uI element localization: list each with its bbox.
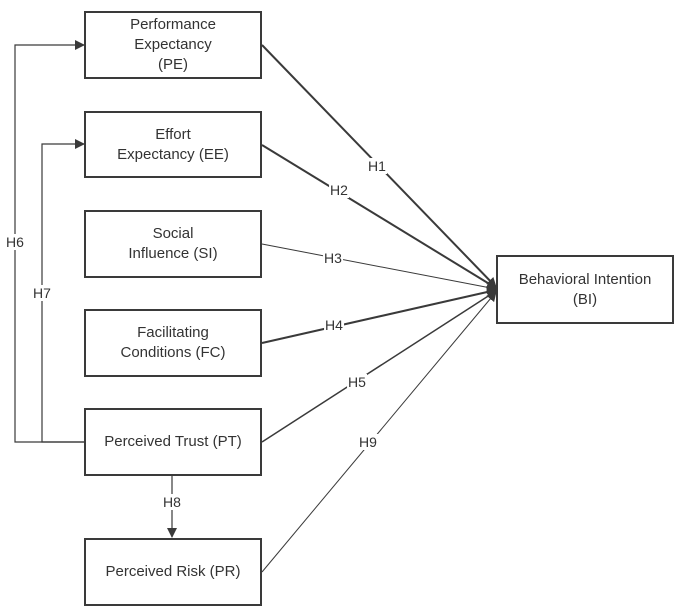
node-perceived-trust: Perceived Trust (PT) bbox=[84, 408, 262, 476]
edge-h5 bbox=[261, 290, 497, 443]
node-pr-label: Perceived Risk (PR) bbox=[105, 563, 241, 580]
label-h8: H8 bbox=[162, 494, 182, 510]
edge-h6 bbox=[14, 40, 85, 443]
node-perceived-risk: Perceived Risk (PR) bbox=[84, 538, 262, 606]
label-h3: H3 bbox=[323, 250, 343, 266]
node-ee-label: Effort Expectancy (EE) bbox=[117, 125, 229, 163]
node-pt-label: Perceived Trust (PT) bbox=[104, 433, 242, 450]
node-fc-label: Facilitating Conditions (FC) bbox=[120, 324, 226, 361]
node-effort-expectancy: Effort Expectancy (EE) bbox=[84, 111, 262, 178]
node-behavioral-intention: Behavioral Intention (BI) bbox=[496, 255, 674, 324]
node-pe-label: Performance Expectancy (PE) bbox=[130, 16, 216, 73]
node-si-label: Social Influence (SI) bbox=[128, 225, 218, 262]
node-facilitating-conditions: Facilitating Conditions (FC) bbox=[84, 309, 262, 377]
label-h4: H4 bbox=[324, 317, 344, 333]
node-social-influence: Social Influence (SI) bbox=[84, 210, 262, 278]
node-performance-expectancy: Performance Expectancy (PE) bbox=[84, 11, 262, 79]
label-h1: H1 bbox=[367, 158, 387, 174]
label-h7: H7 bbox=[32, 285, 52, 301]
node-bi-label: Behavioral Intention (BI) bbox=[518, 270, 652, 308]
edge-h2 bbox=[261, 144, 497, 289]
edge-h4 bbox=[261, 287, 497, 344]
edge-h3 bbox=[261, 243, 497, 293]
label-h5: H5 bbox=[347, 374, 367, 390]
label-h2: H2 bbox=[329, 182, 349, 198]
edge-h9 bbox=[261, 291, 497, 573]
label-h9: H9 bbox=[358, 434, 378, 450]
label-h6: H6 bbox=[5, 234, 25, 250]
